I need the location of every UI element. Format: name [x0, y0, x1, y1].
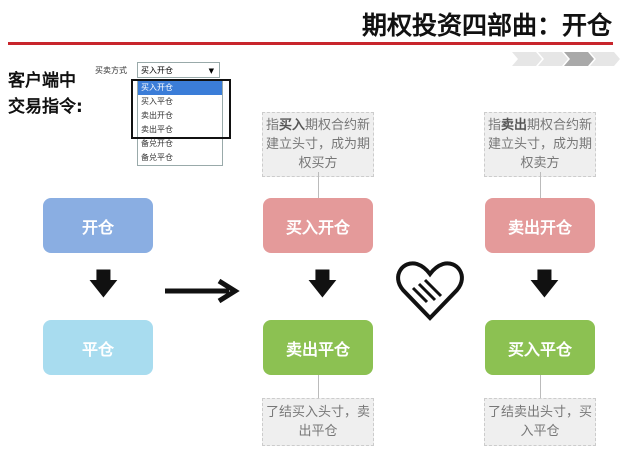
sell-open-note: 指卖出期权合约新建立头寸，成为期权卖方 [484, 112, 596, 177]
option[interactable]: 备兑开仓 [141, 139, 173, 148]
connector [318, 375, 319, 398]
connector [540, 172, 541, 198]
trade-mode-label: 买卖方式 [95, 66, 127, 75]
handshake-icon [396, 261, 464, 321]
trade-mode-select[interactable]: 买入开仓 ▼ [137, 62, 220, 78]
highlight-frame [131, 79, 231, 139]
step-chevron [512, 52, 542, 66]
page-title: 期权投资四部曲：开仓 [361, 11, 612, 40]
option[interactable]: 备兑平仓 [141, 153, 173, 162]
option[interactable]: 买入平仓 [141, 97, 173, 106]
chevron-down-icon: ▼ [208, 67, 214, 75]
buy-close-box: 买入平仓 [485, 320, 595, 375]
selected-value: 买入开仓 [141, 66, 173, 75]
option[interactable]: 卖出平仓 [141, 125, 173, 134]
option[interactable]: 卖出开仓 [141, 111, 173, 120]
buy-close-note: 了结买入头寸，卖出平仓 [262, 398, 374, 446]
arrow-down-icon: 🡇 [529, 267, 560, 302]
step-chevron [538, 52, 568, 66]
instruction-label: 交易指令: [8, 97, 83, 117]
close-box: 平仓 [43, 320, 153, 375]
sell-close-note: 了结卖出头寸，买入平仓 [484, 398, 596, 446]
buy-open-note: 指买入期权合约新建立头寸，成为期权买方 [262, 112, 374, 177]
sell-open-box: 卖出开仓 [485, 198, 595, 253]
arrow-right-icon [165, 278, 240, 304]
arrow-down-icon: 🡇 [307, 267, 338, 302]
arrow-down-icon: 🡇 [88, 267, 119, 302]
connector [540, 375, 541, 398]
step-chevron-active [564, 52, 594, 66]
step-chevron [590, 52, 620, 66]
sell-close-box: 卖出平仓 [263, 320, 373, 375]
trade-mode-options: 买入开仓 买入平仓 卖出开仓 卖出平仓 备兑开仓 备兑平仓 [137, 80, 223, 166]
title-divider [8, 42, 613, 45]
option[interactable]: 买入开仓 [138, 81, 222, 95]
client-label: 客户端中 [8, 71, 76, 91]
open-box: 开仓 [43, 198, 153, 253]
connector [318, 172, 319, 198]
buy-open-box: 买入开仓 [263, 198, 373, 253]
